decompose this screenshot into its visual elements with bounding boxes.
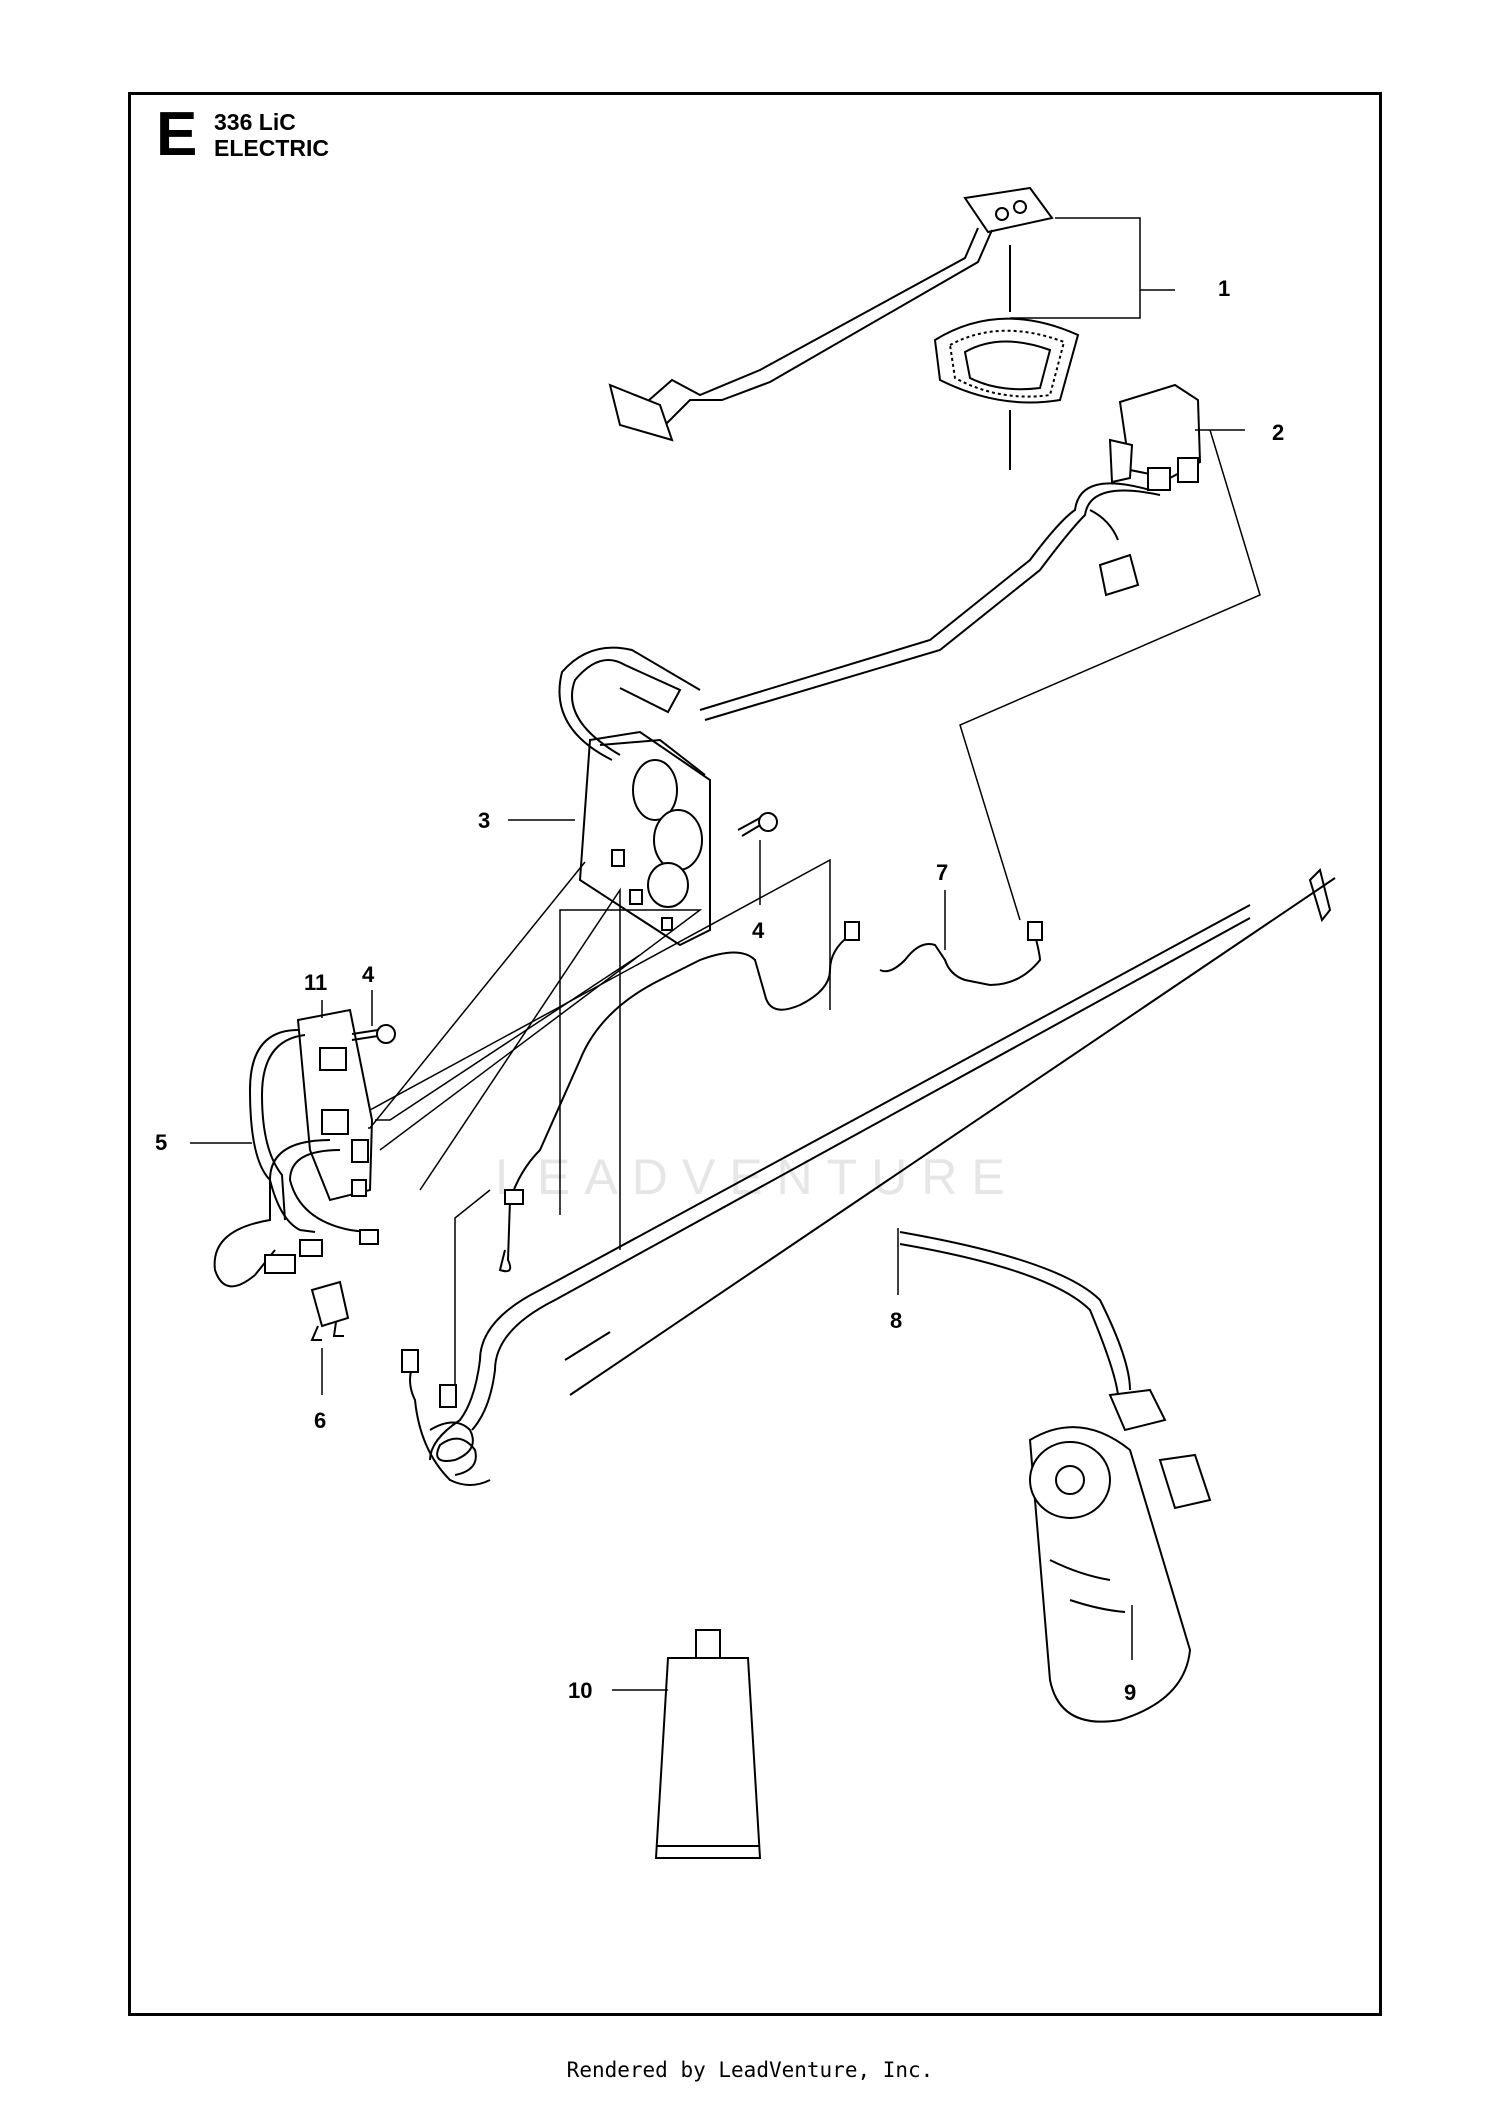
part-4-screw-upper[interactable]: [737, 812, 778, 837]
callout-1: 1: [1218, 276, 1230, 301]
section-title: ELECTRIC: [214, 135, 329, 161]
model-name: 336 LiC: [214, 109, 296, 135]
part-3-control-module[interactable]: [558, 646, 711, 947]
part-9-motor[interactable]: [899, 1231, 1212, 1723]
callout-4-upper: 4: [752, 918, 765, 943]
callout-2: 2: [1272, 420, 1284, 445]
callout-3: 3: [478, 808, 490, 833]
diagram-frame: [128, 92, 1382, 2016]
part-4-screw-lower[interactable]: [351, 1024, 396, 1044]
part-8-long-cable[interactable]: [401, 868, 1336, 1486]
part-6-fuse[interactable]: [310, 1280, 350, 1341]
leader-1: [1010, 217, 1175, 319]
part-10-grease-tube[interactable]: [654, 1629, 762, 1859]
callout-7: 7: [936, 860, 948, 885]
section-letter: E: [156, 100, 198, 169]
part-7-cable[interactable]: [498, 921, 1043, 1273]
callout-11: 11: [304, 970, 327, 995]
callout-6: 6: [314, 1408, 326, 1433]
callout-9: 9: [1124, 1680, 1136, 1705]
part-5-wire-harness[interactable]: [213, 1029, 379, 1288]
leader-2: [959, 429, 1261, 921]
part-2-trigger-switch[interactable]: [699, 383, 1202, 721]
harness-to-module-leaders: [368, 858, 831, 1400]
callout-8: 8: [890, 1308, 902, 1333]
callout-5: 5: [155, 1130, 167, 1155]
footer-credit: Rendered by LeadVenture, Inc.: [566, 2058, 934, 2082]
callout-10: 10: [568, 1678, 592, 1703]
callout-4-lower: 4: [362, 962, 375, 987]
part-1-ribbon-cable-and-coil[interactable]: [608, 186, 1080, 470]
